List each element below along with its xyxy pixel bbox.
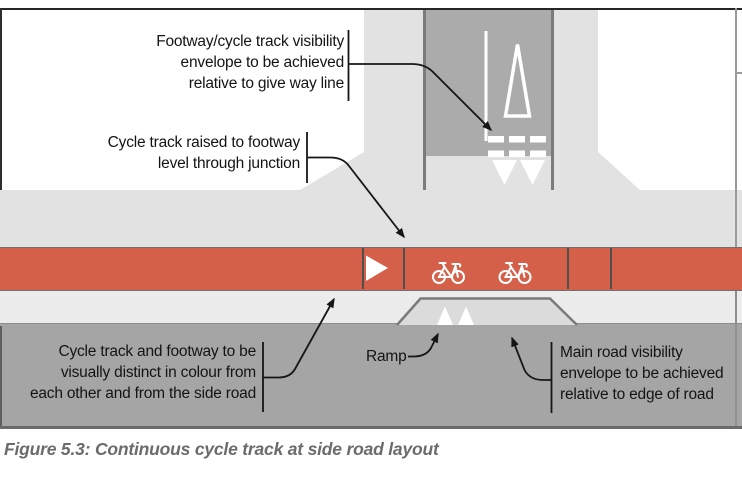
annotation-line: Footway/cycle track visibility bbox=[156, 33, 344, 50]
annotation-footway-visibility: Footway/cycle track visibility envelope … bbox=[156, 31, 344, 94]
main-road-surface bbox=[0, 323, 742, 426]
annotation-line: level through junction bbox=[157, 155, 300, 172]
footway-strip-surface bbox=[0, 291, 742, 323]
annotation-line: Main road visibility bbox=[560, 344, 683, 361]
annotation-cycle-track-raised: Cycle track raised to footway level thro… bbox=[107, 132, 301, 174]
annotation-line: relative to give way line bbox=[188, 75, 344, 92]
page-edge-tick bbox=[736, 71, 742, 74]
side-road-surface bbox=[425, 10, 551, 156]
annotation-main-road-visibility: Main road visibility envelope to be achi… bbox=[560, 342, 724, 405]
annotation-line: relative to edge of road bbox=[560, 386, 714, 403]
side-road-kerb-right bbox=[551, 10, 554, 190]
figure-border-left bbox=[0, 326, 2, 428]
figure-border-right bbox=[735, 8, 737, 247]
annotation-ramp: Ramp bbox=[366, 346, 407, 367]
figure-caption: Figure 5.3: Continuous cycle track at si… bbox=[4, 439, 439, 459]
annotation-line: visually distinct in colour from bbox=[60, 364, 256, 381]
figure-border-left bbox=[0, 8, 2, 190]
annotation-line: envelope to be achieved bbox=[180, 54, 345, 71]
figure-border-top bbox=[0, 8, 742, 10]
annotation-line: Cycle track raised to footway bbox=[107, 134, 301, 151]
annotation-visually-distinct: Cycle track and footway to be visually d… bbox=[30, 341, 256, 404]
cycle-track-band bbox=[0, 246, 742, 291]
cycle-track-divider bbox=[610, 247, 612, 289]
cycle-track-divider bbox=[567, 247, 569, 289]
annotation-line: Ramp bbox=[366, 348, 407, 365]
figure-border-right bbox=[735, 291, 737, 428]
annotation-line: envelope to be achieved bbox=[560, 365, 724, 382]
cycle-track-divider bbox=[362, 247, 364, 289]
annotation-line: each other and from the side road bbox=[29, 385, 256, 402]
figure-border-bottom bbox=[0, 426, 742, 429]
cycle-track-divider bbox=[403, 247, 405, 289]
side-road-kerb-left bbox=[423, 10, 426, 190]
annotation-line: Cycle track and footway to be bbox=[58, 343, 256, 360]
